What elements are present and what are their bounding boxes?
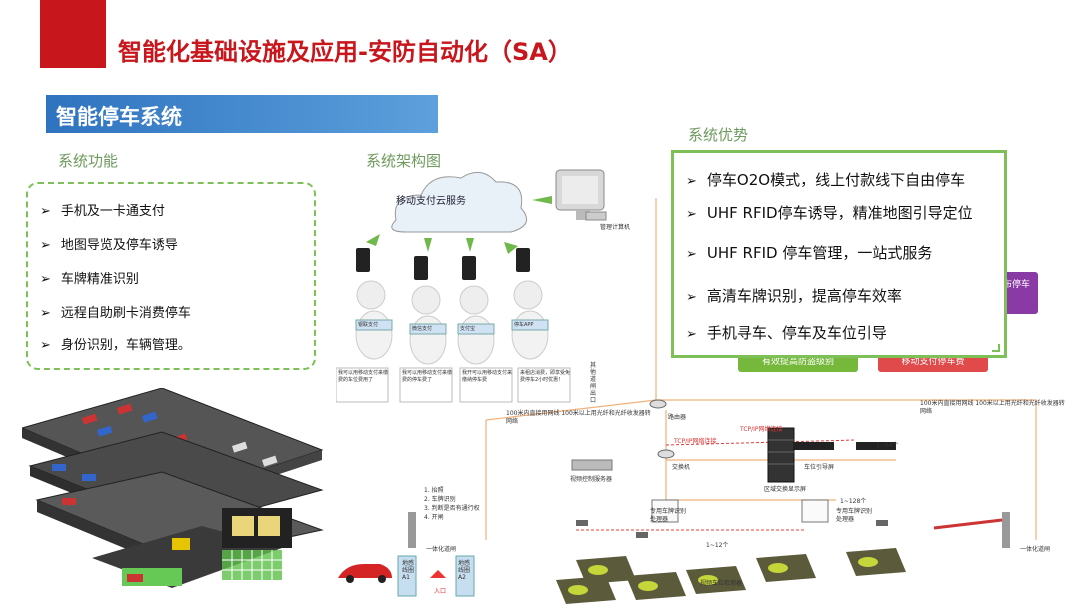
cloud-label: 移动支付云服务: [396, 196, 466, 207]
header-accent-block: [40, 0, 106, 68]
function-item: ➢远程自助刷卡消费停车: [40, 306, 191, 321]
functions-label: 系统功能: [58, 152, 119, 170]
other-entry-label: 其他道闸出口: [590, 362, 597, 404]
arrow-icon: ➢: [686, 174, 697, 189]
phone-note: 来租店消费，即享受免费停车2小时优惠！: [520, 370, 571, 383]
advantage-item: ➢停车O2O模式，线上付款线下自由停车: [686, 171, 966, 189]
video-server-label: 视频控制服务器: [570, 476, 613, 483]
computer-label: 管理计算机: [600, 224, 631, 231]
network-label: TCP/IP网络连接: [674, 438, 717, 445]
fiber-label: 100米内直接用网线 100米以上用光纤和光纤收发器转网络: [506, 410, 651, 425]
arrow-icon: ➢: [40, 306, 51, 321]
gate-label-right: 一体化道闸: [1020, 546, 1051, 553]
arrow-icon: ➢: [40, 338, 51, 353]
count-label-2: 1~128个: [840, 498, 867, 505]
arrow-icon: ➢: [686, 290, 697, 305]
count-label-1: 1~64个: [876, 442, 899, 449]
plate-processor-label-2: 专用车牌识别处理器: [836, 508, 873, 523]
arrow-icon: ➢: [686, 327, 697, 342]
fiber-label-right: 100米内直接用网线 100米以上用光纤和光纤收发器转网络: [920, 400, 1065, 415]
network-label-2: TCP/IP网络连接: [740, 426, 783, 433]
function-item: ➢身份识别，车辆管理。: [40, 338, 191, 353]
switch-label: 交换机: [672, 464, 691, 471]
loop-label-1: 地感线圈A1: [402, 560, 415, 581]
architecture-diagram: [336, 169, 1037, 604]
red-car-icon: [338, 564, 392, 583]
section-title: 智能停车系统: [56, 105, 182, 129]
phone-note: 我可以用移动支付来缴费的停车费了: [402, 370, 453, 383]
count-label-3: 1~12个: [706, 542, 729, 549]
phone-label: 银联支付: [358, 322, 379, 328]
arrow-icon: ➢: [686, 247, 697, 262]
section-title-bar: 智能停车系统: [46, 95, 438, 133]
architecture-label: 系统架构图: [366, 152, 442, 170]
functions-box: [26, 182, 316, 370]
entry-steps: 1. 抬照 2. 车牌识别 3. 判断是否有通行权 4. 开闸: [424, 487, 480, 521]
function-item: ➢手机及一卡通支付: [40, 204, 165, 219]
phone-note: 我可以用移动支付来缴费的车位费用了: [338, 370, 389, 383]
phone-label: 微信支付: [412, 326, 433, 332]
guide-label: 车位引导屏: [804, 464, 835, 471]
router-label: 路由器: [668, 414, 687, 421]
advantages-label: 系统优势: [688, 126, 749, 144]
page-title: 智能化基础设施及应用-安防自动化（SA）: [118, 38, 572, 66]
arrow-icon: ➢: [40, 204, 51, 219]
arrow-icon: ➢: [686, 207, 697, 222]
arrow-icon: ➢: [40, 238, 51, 253]
gate-label: 一体化道闸: [426, 546, 457, 553]
advantage-item: ➢UHF RFID停车诱导，精准地图引导定位: [686, 204, 973, 222]
cloud-shape: [391, 171, 528, 233]
plate-processor-label: 专用车牌识别处理器: [650, 508, 687, 523]
function-item: ➢车牌精准识别: [40, 272, 139, 287]
loop-label-2: 地感线圈A2: [458, 560, 471, 581]
advantage-item: ➢手机寻车、停车及车位引导: [686, 324, 887, 342]
phone-label: 停车APP: [514, 322, 534, 328]
phone-note: 我开可以用移动支付来缴纳停车费: [462, 370, 513, 383]
advantage-item: ➢UHF RFID 停车管理，一站式服务: [686, 244, 933, 262]
advantages-box: [671, 150, 1007, 358]
phone-label: 支付宝: [460, 326, 476, 332]
parking-garage-illustration: [22, 388, 324, 588]
cabinet-label: 区域交换显示屏: [764, 486, 807, 493]
detector-label: 视频车位检测器: [700, 580, 743, 587]
resize-handle-icon: [992, 344, 1000, 352]
arrow-icon: ➢: [40, 272, 51, 287]
advantage-item: ➢高清车牌识别，提高停车效率: [686, 287, 902, 305]
entry-label: 入口: [434, 588, 447, 595]
function-item: ➢地图导览及停车诱导: [40, 238, 178, 253]
